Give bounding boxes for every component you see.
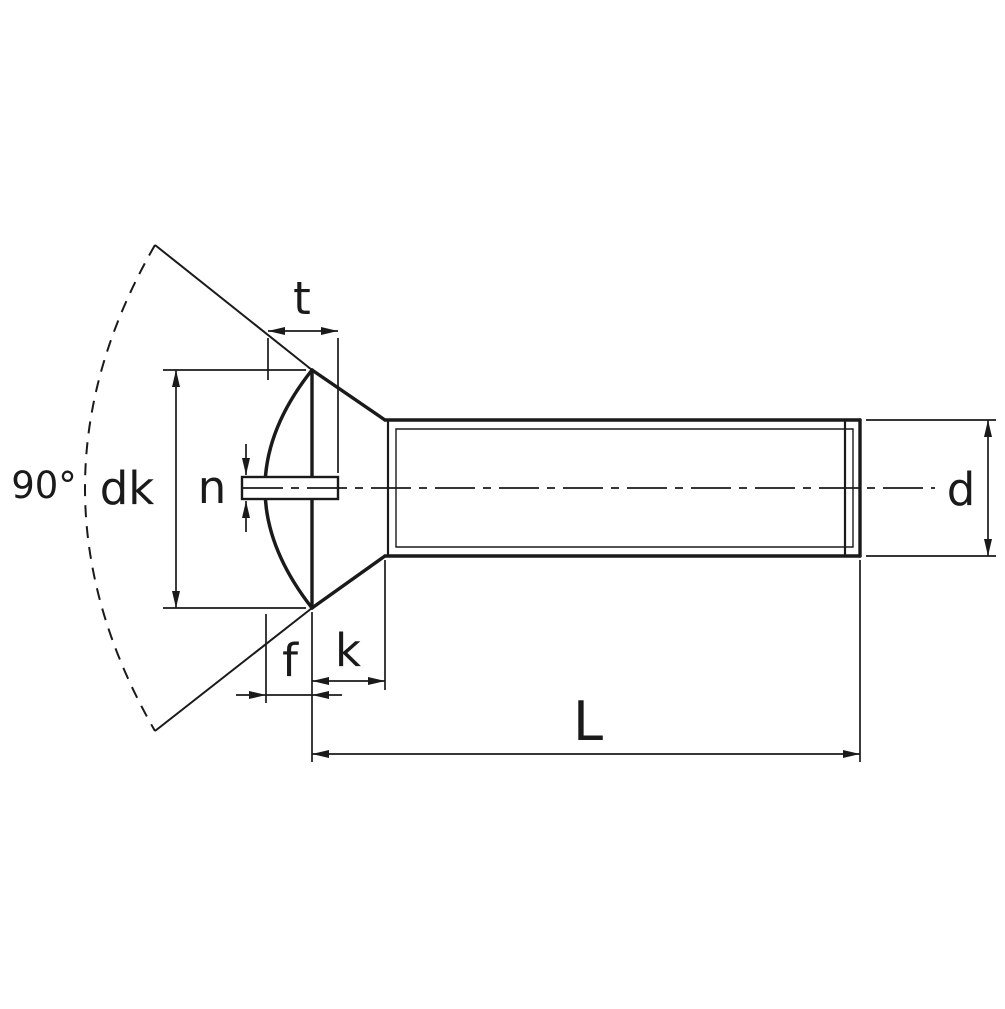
cone-extension-line-bottom <box>154 607 313 732</box>
label-thread-diameter: d <box>947 463 976 516</box>
head-cone-top <box>310 368 387 422</box>
cone-angle-construction <box>84 244 313 732</box>
dimension-L <box>311 560 861 762</box>
label-head-diameter: dk <box>100 462 155 515</box>
dimension-k <box>312 560 386 690</box>
dimension-d <box>866 419 996 557</box>
angle-arc <box>84 244 156 732</box>
label-slot-width: n <box>198 461 227 514</box>
head-cone-bottom <box>310 554 387 610</box>
label-length: L <box>573 690 603 753</box>
label-crown-height: f <box>282 634 299 687</box>
screw-outline <box>263 368 862 610</box>
dimension-dk <box>163 369 306 609</box>
cone-extension-line-top <box>154 244 313 371</box>
dimension-t <box>267 327 339 473</box>
dimension-labels: 90° dk n t f k L d <box>11 272 975 753</box>
label-slot-depth: t <box>293 272 311 325</box>
dimension-f <box>236 614 342 703</box>
label-cone-angle: 90° <box>11 464 77 507</box>
label-head-height: k <box>335 624 361 677</box>
